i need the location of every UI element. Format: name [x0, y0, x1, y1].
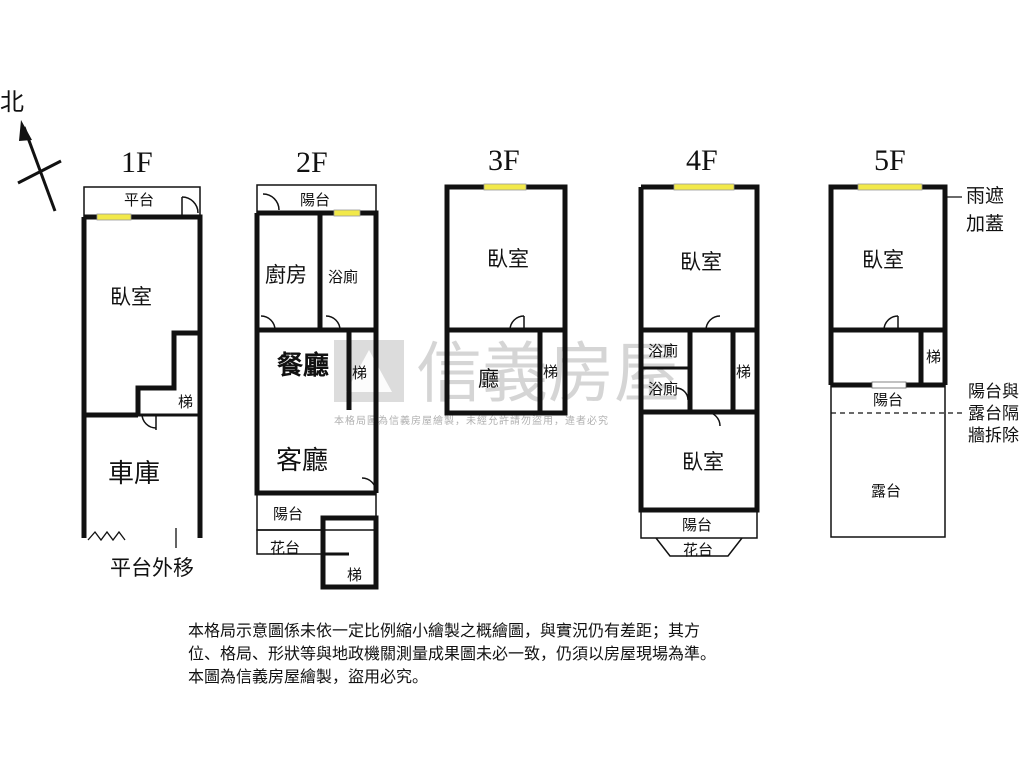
- room-label: 餐廳: [277, 350, 329, 381]
- floor-title-4f: 4F: [686, 144, 718, 177]
- room-label: 臥室: [862, 248, 904, 272]
- floor-1f-note: 平台外移: [110, 556, 194, 580]
- room-label: 梯: [347, 566, 362, 584]
- room-label: 花台: [683, 541, 713, 559]
- room-label: 梯: [736, 363, 751, 381]
- window-icon: [96, 213, 132, 221]
- room-label: 臥室: [680, 250, 722, 274]
- room-label: 廳: [478, 367, 499, 391]
- side-note-rain-cover: 雨遮: [966, 185, 1004, 207]
- floor-title-1f: 1F: [121, 146, 153, 179]
- room-label: 陽台: [873, 391, 903, 409]
- disclaimer-line: 本圖為信義房屋繪製，盜用必究。: [188, 667, 429, 686]
- room-label: 浴廁: [328, 268, 358, 286]
- room-label: 陽台: [682, 516, 712, 534]
- room-label: 陽台: [300, 191, 330, 209]
- room-label: 臥室: [110, 285, 152, 309]
- side-note-rain-cover: 加蓋: [966, 213, 1004, 235]
- side-note-wall-removed: 露台隔: [968, 404, 1019, 424]
- compass-north-label: 北: [0, 88, 24, 116]
- room-label: 梯: [178, 393, 193, 411]
- room-label: 車庫: [108, 459, 160, 489]
- room-label: 平台: [124, 191, 154, 209]
- room-label: 臥室: [682, 450, 724, 474]
- room-label: 客廳: [276, 446, 328, 476]
- room-label: 梯: [352, 364, 367, 382]
- window-icon: [333, 209, 361, 217]
- watermark-brand: 信義房屋: [416, 335, 680, 412]
- window-icon: [871, 381, 907, 389]
- compass: 北: [0, 88, 62, 212]
- floor-1f: [81, 186, 203, 548]
- floor-title-3f: 3F: [488, 144, 520, 177]
- disclaimer-line: 位、格局、形狀等與地政機關測量成果圖未必一致，仍須以房屋現場為準。: [188, 644, 717, 663]
- disclaimer: 本格局示意圖係未依一定比例縮小繪製之概繪圖，與實況仍有差距；其方 位、格局、形狀…: [188, 619, 888, 688]
- room-label: 廚房: [265, 263, 307, 287]
- room-label: 浴廁: [648, 380, 678, 398]
- side-note-wall-removed: 牆拆除: [968, 426, 1019, 446]
- room-label: 梯: [926, 348, 941, 366]
- room-label: 露台: [871, 482, 901, 500]
- watermark: 信義房屋 本格局圖為信義房屋繪製，未經允許請勿盜用，違者必究: [334, 335, 680, 427]
- room-label: 梯: [543, 363, 558, 381]
- room-label: 臥室: [487, 247, 529, 271]
- floor-title-2f: 2F: [296, 146, 328, 179]
- floor-2f: [254, 184, 379, 590]
- room-label: 花台: [270, 539, 300, 557]
- room-label: 浴廁: [648, 342, 678, 360]
- window-icon: [673, 183, 735, 191]
- floor-title-5f: 5F: [874, 144, 906, 177]
- disclaimer-line: 本格局示意圖係未依一定比例縮小繪製之概繪圖，與實況仍有差距；其方: [188, 621, 701, 640]
- side-note-wall-removed: 陽台與: [968, 382, 1019, 402]
- window-icon: [857, 183, 923, 191]
- north-arrow-icon: [19, 120, 32, 141]
- room-label: 陽台: [273, 505, 303, 523]
- window-icon: [483, 183, 527, 191]
- watermark-subtext: 本格局圖為信義房屋繪製，未經允許請勿盜用，違者必究: [334, 414, 609, 427]
